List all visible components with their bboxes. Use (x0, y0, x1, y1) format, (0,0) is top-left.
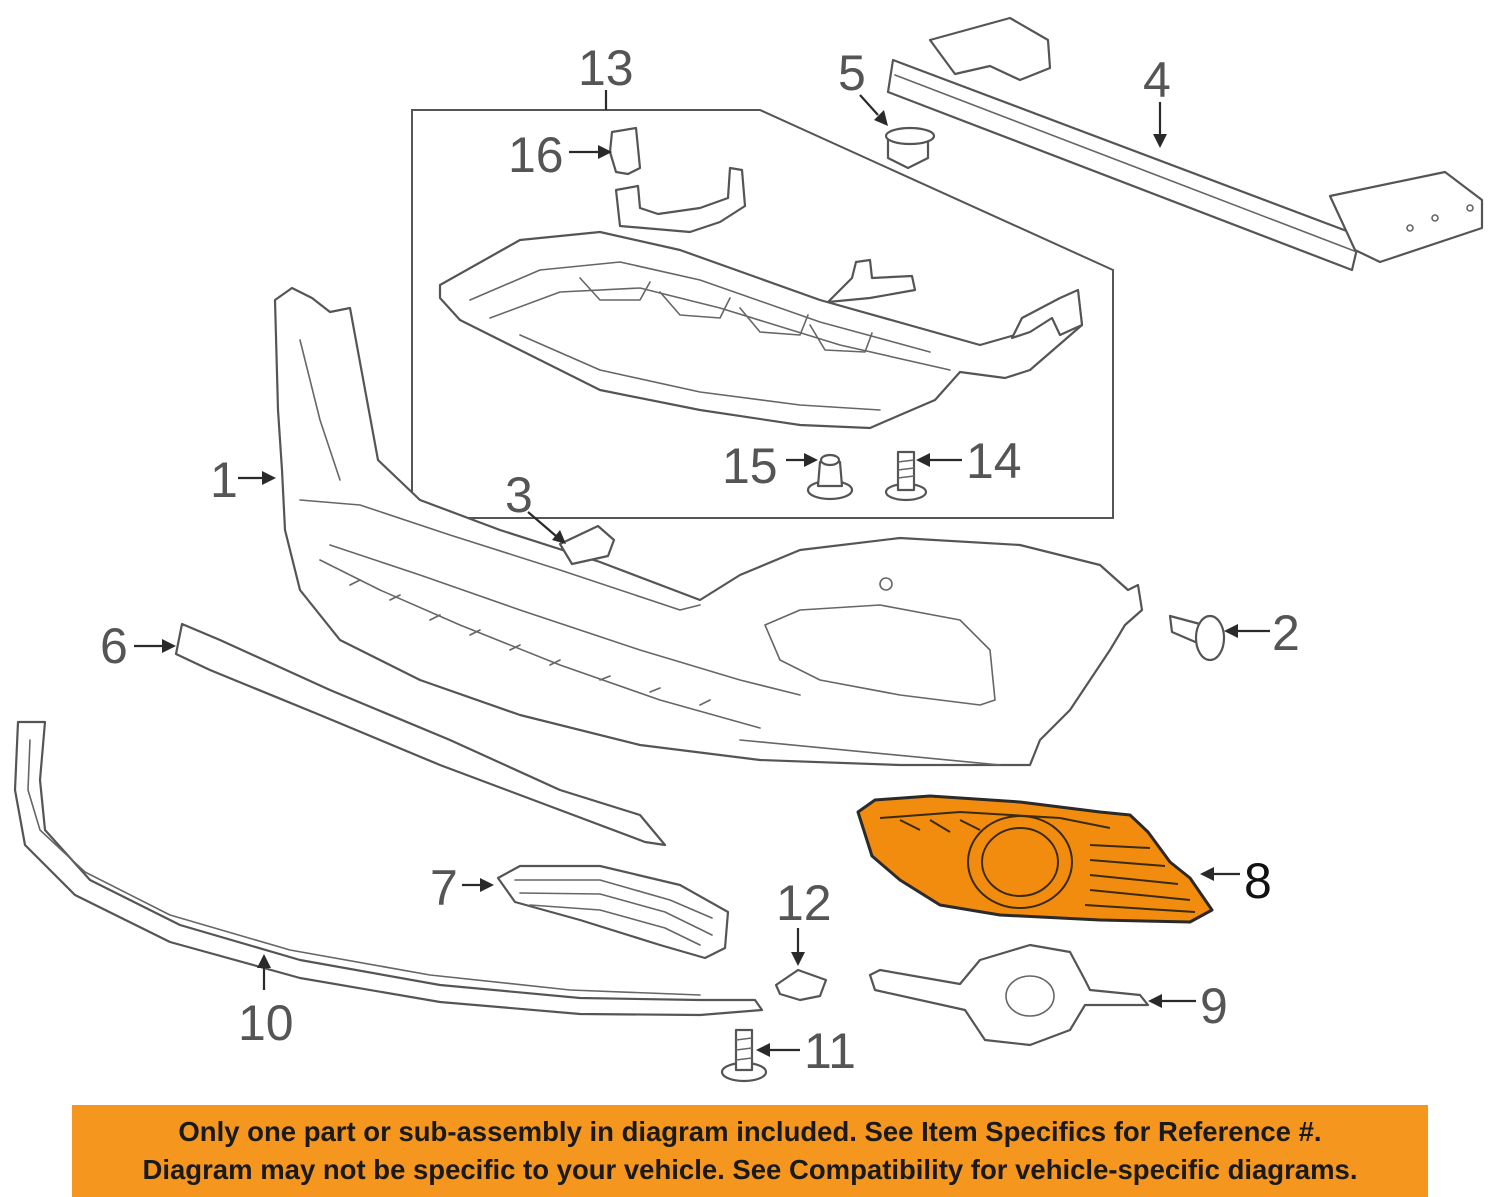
splash-shield-13 (438, 166, 1084, 430)
bumper-cover-1 (273, 286, 1144, 767)
nut-5 (884, 126, 936, 170)
inset-box-13 (411, 109, 1114, 519)
notice-line-1: Only one part or sub-assembly in diagram… (178, 1116, 1322, 1147)
callout-7: 7 (430, 860, 458, 916)
clip-12 (774, 968, 828, 1002)
notice-line-2: Diagram may not be specific to your vehi… (142, 1154, 1358, 1185)
callout-3: 3 (505, 467, 533, 523)
callout-2: 2 (1272, 605, 1300, 661)
callout-6: 6 (100, 618, 128, 674)
lower-molding-10 (13, 720, 764, 1017)
impact-bar-4 (886, 16, 1484, 272)
bolt-14 (884, 450, 928, 502)
callout-8: 8 (1244, 853, 1272, 909)
fog-lamp-trim-9 (868, 943, 1150, 1047)
clip-16 (608, 126, 642, 176)
callout-4: 4 (1143, 52, 1171, 108)
callout-9: 9 (1200, 978, 1228, 1034)
callout-10: 10 (238, 995, 294, 1051)
callout-12: 12 (776, 875, 832, 931)
notice-banner: Only one part or sub-assembly in diagram… (72, 1105, 1428, 1197)
bolt-11 (720, 1028, 768, 1083)
callout-14: 14 (966, 433, 1022, 489)
push-pin-15 (806, 453, 854, 501)
callout-5: 5 (838, 45, 866, 101)
callout-13: 13 (578, 40, 634, 96)
grille-molding-6 (174, 622, 667, 847)
grille-insert-7 (496, 864, 730, 960)
bracket-3 (558, 524, 616, 566)
callout-16: 16 (508, 127, 564, 183)
callout-11: 11 (804, 1023, 856, 1079)
push-rivet-2 (1168, 614, 1226, 662)
fog-lamp-bezel-8 (856, 794, 1214, 924)
callout-1: 1 (210, 452, 238, 508)
callout-15: 15 (722, 438, 778, 494)
